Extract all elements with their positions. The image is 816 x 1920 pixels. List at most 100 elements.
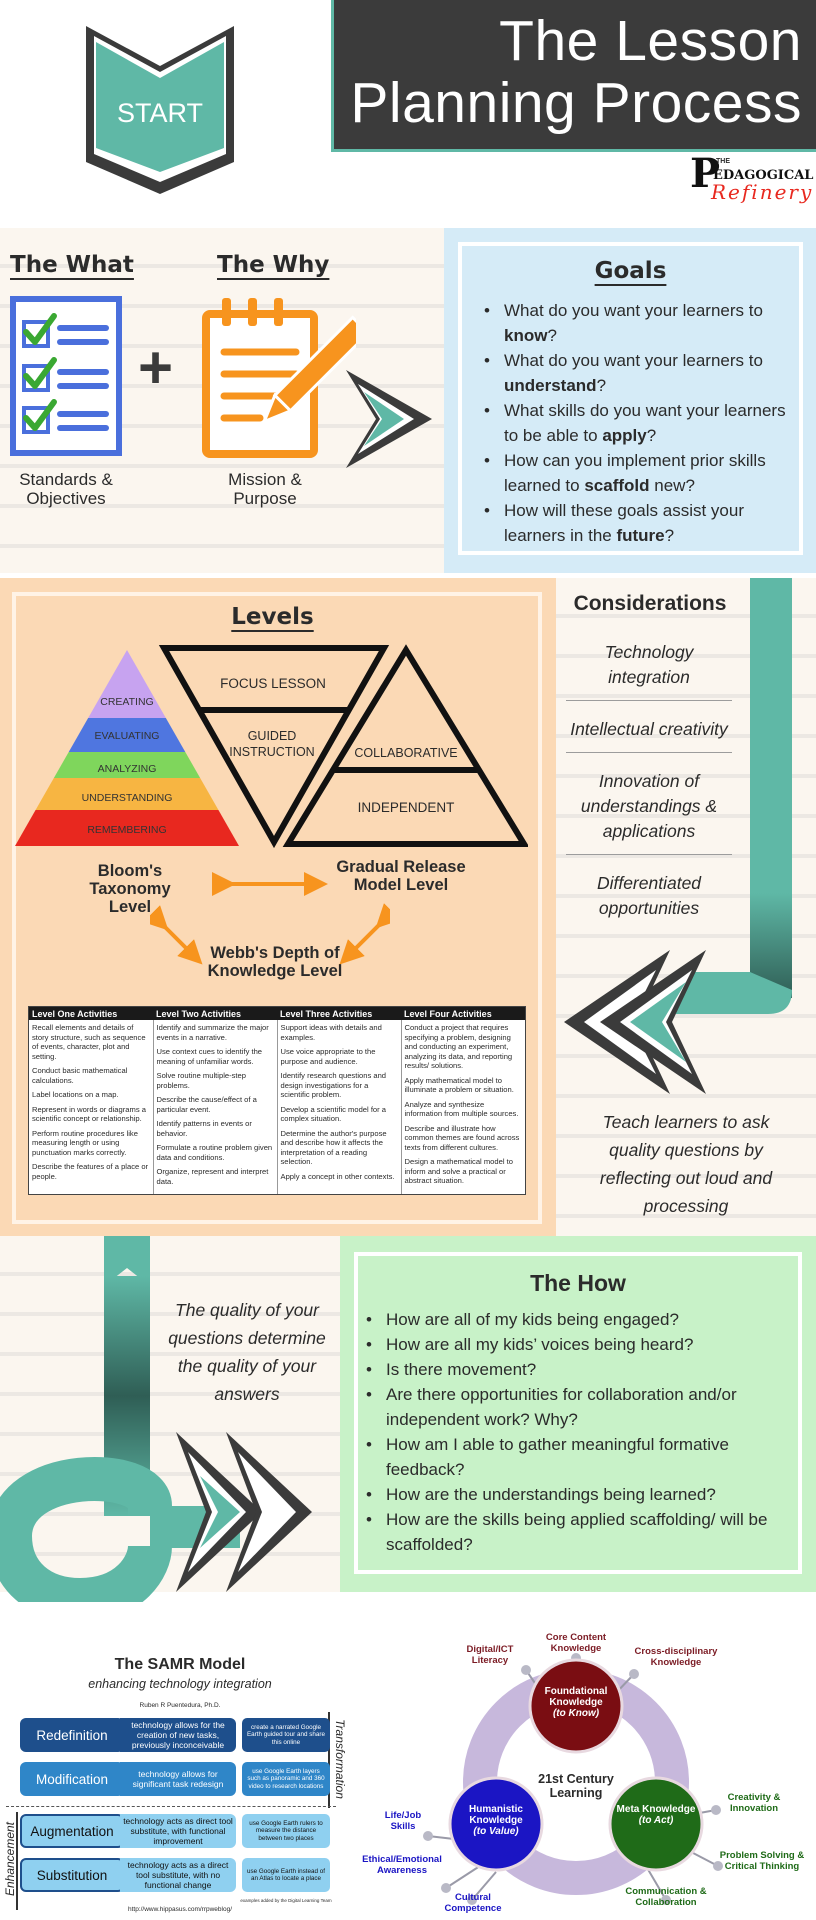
how-item: How are the understandings being learned… (364, 1482, 798, 1507)
samr-label: Redefinition (20, 1718, 124, 1752)
samr-enhancement-label: Enhancement (3, 1821, 17, 1897)
c21-problem: Problem Solving & Critical Thinking (719, 1850, 805, 1872)
webb-activity: Design a mathematical model to inform an… (404, 1157, 513, 1185)
samr-label: Augmentation (20, 1814, 124, 1848)
webb-activity: Support ideas with details and examples. (280, 1023, 382, 1042)
consideration-item: Intellectual creativity (566, 711, 732, 753)
goals-item-bold: know (504, 326, 548, 345)
goals-item: What do you want your learners to know? (482, 298, 799, 348)
c21-core: Core Content Knowledge (545, 1632, 607, 1654)
webb-activity: Use voice appropriate to the purpose and… (280, 1047, 376, 1066)
goals-item-pre: What do you want your learners to (504, 301, 763, 320)
how-heading: The How (530, 1270, 626, 1296)
arrow-right-icon (340, 366, 440, 477)
c21-foundational: Foundational Knowledge (to Know) (544, 1686, 608, 1719)
samr-transformation-label: Transformation (333, 1719, 347, 1799)
c21-communication: Communication & Collaboration (625, 1886, 707, 1908)
bloom-band (68, 718, 186, 752)
samr-enhancement-bracket (16, 1812, 18, 1910)
samr-example: use Google Earth layers such as panorami… (242, 1762, 330, 1796)
checklist-icon (10, 296, 122, 461)
considerations-heading: Considerations (573, 592, 727, 615)
consideration-item: Differentiated opportunities (566, 865, 732, 931)
goals-item-pre: How will these goals assist your learner… (504, 501, 744, 545)
notepad-pencil-icon (196, 294, 371, 469)
c21-creativity: Creativity & Innovation (727, 1792, 781, 1814)
webb-label: Webb's Depth of Knowledge Level (207, 944, 343, 980)
bloom-band (15, 810, 239, 846)
goals-item-bold: understand (504, 376, 597, 395)
samr-example: use Google Earth instead of an Atlas to … (242, 1858, 330, 1892)
consideration-text: Differentiated opportunities (596, 873, 702, 918)
brand-p: P (690, 150, 721, 197)
how-item: How are all of my kids being engaged? (364, 1307, 798, 1332)
teal-loop-connector (0, 1236, 320, 1623)
webb-activity: Solve routine multiple-step problems. (156, 1071, 246, 1090)
grr-guided-instruction: GUIDED INSTRUCTION (229, 729, 315, 759)
grr-collaborative: COLLABORATIVE (354, 746, 458, 760)
samr-author: Ruben R Puentedura, Ph.D. (139, 1702, 221, 1709)
samr-subtitle: enhancing technology integration (88, 1677, 272, 1691)
why-caption: Mission & Purpose (228, 470, 302, 508)
samr-description: technology acts as a direct tool substit… (120, 1858, 236, 1892)
bloom-band (53, 752, 201, 778)
goals-item: How can you implement prior skills learn… (482, 448, 799, 498)
c21-cultural: Cultural Competence (444, 1892, 502, 1914)
how-item: How am I able to gather meaningful forma… (364, 1432, 798, 1482)
webb-activity: Analyze and synthesize information from … (404, 1099, 519, 1119)
plus-icon: + (138, 334, 174, 401)
webb-activity: Identify patterns in events or behavior. (156, 1119, 252, 1138)
what-caption: Standards & Objectives (19, 470, 113, 508)
samr-example: create a narrated Google Earth guided to… (242, 1718, 330, 1752)
webb-cell: Recall elements and details of story str… (29, 1020, 154, 1194)
consideration-item: Innovation of understandings & applicati… (566, 763, 732, 855)
goals-item-bold: apply (602, 426, 647, 445)
brand-logo: P THE EDAGOGICAL Refinery (690, 150, 813, 206)
webb-cell: Identify and summarize the major events … (153, 1020, 278, 1194)
webb-activity: Apply mathematical model to illuminate a… (404, 1075, 514, 1095)
webb-activity: Organize, represent and interpret data. (156, 1167, 269, 1186)
bloom-level-analyzing: ANALYZING (97, 763, 157, 775)
title-banner: The Lesson Planning Process (331, 0, 816, 152)
bloom-pyramid: CREATING EVALUATING ANALYZING UNDERSTAND… (12, 646, 242, 850)
samr-example: use Google Earth rulers to measure the d… (242, 1814, 330, 1848)
goals-item-post: new? (649, 476, 695, 495)
goals-list: What do you want your learners to know?W… (482, 298, 799, 548)
webb-activity: Conduct a project that requires specifyi… (404, 1023, 513, 1070)
grr-independent: INDEPENDENT (357, 800, 455, 815)
webb-activity: Describe the features of a place or peop… (32, 1162, 149, 1181)
webb-header-4: Level Four Activities (401, 1007, 525, 1020)
why-heading: The Why (217, 252, 330, 278)
samr-divider (6, 1806, 336, 1807)
goals-item-pre: What do you want your learners to (504, 351, 763, 370)
goals-item-post: ? (596, 376, 607, 395)
goals-item-post: ? (547, 326, 557, 345)
samr-title: The SAMR Model (114, 1656, 246, 1673)
webb-activity: Label locations on a map. (32, 1090, 119, 1099)
webb-header-3: Level Three Activities (277, 1007, 401, 1020)
consideration-text: Technology integration (604, 642, 694, 687)
goals-item-pre: What skills do you want your learners to… (504, 401, 786, 445)
bloom-level-understanding: UNDERSTANDING (81, 792, 173, 804)
teal-flow-connector (556, 578, 816, 1238)
c21-meta: Meta Knowledge (to Act) (616, 1804, 696, 1826)
how-item: How are the skills being applied scaffol… (364, 1507, 798, 1557)
samr-url: http://www.hippasus.com/rrpweblog/ (127, 1906, 233, 1913)
levels-heading: Levels (231, 604, 314, 630)
consideration-item: Technology integration (566, 634, 732, 701)
webb-activity: Identify research questions and design i… (280, 1071, 387, 1099)
bloom-label: Bloom's Taxonomy Level (89, 862, 171, 916)
gradual-release-triangles: FOCUS LESSON GUIDED INSTRUCTION COLLABOR… (158, 644, 528, 856)
samr-description: technology allows for significant task r… (120, 1762, 236, 1796)
webb-activity: Determine the author's purpose and descr… (280, 1128, 387, 1167)
webb-activity: Develop a scientific model for a complex… (280, 1104, 387, 1124)
webb-dok-table-wrap: Level One Activities Level Two Activitie… (28, 1006, 526, 1195)
grr-label: Gradual Release Model Level (336, 858, 466, 894)
table-row: Recall elements and details of story str… (29, 1020, 525, 1194)
samr-label: Substitution (20, 1858, 124, 1892)
goals-item-post: ? (664, 526, 675, 545)
